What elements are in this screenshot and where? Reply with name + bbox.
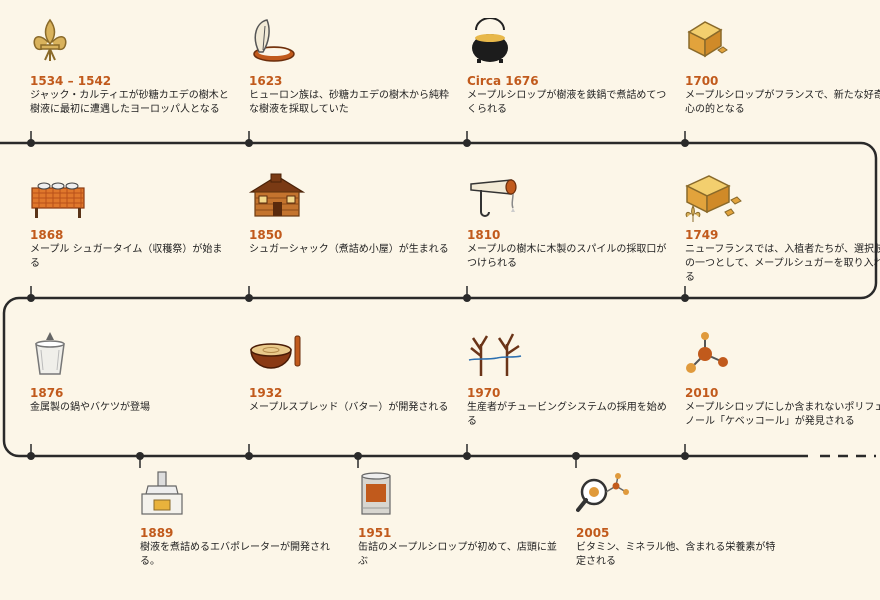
timeline-dot (245, 294, 253, 302)
spile-icon (467, 172, 527, 224)
event-year: 1534 – 1542 (30, 74, 112, 88)
molecule-icon (685, 330, 745, 382)
event-1932: 1932 メープルスプレッド（バター）が開発される (249, 330, 449, 415)
timeline-dot (463, 139, 471, 147)
event-description: メープルシロップが樹液を鉄鍋で煮詰めてつくられる (467, 90, 667, 115)
fleur-de-lis-icon (30, 18, 90, 70)
event-year: 1951 (358, 526, 392, 540)
timeline-dot (681, 452, 689, 460)
sugar-cube-icon (685, 18, 745, 70)
feast-table-icon (30, 172, 90, 224)
tubing-trees-icon (467, 330, 527, 382)
timeline-dot (27, 294, 35, 302)
event-1810: 1810 メープルの樹木に木製のスパイルの採取口がつけられる (467, 172, 667, 271)
event-year: 1810 (467, 228, 501, 242)
event-1876: 1876 金属製の鍋やバケツが登場 (30, 330, 230, 415)
spread-bowl-icon (249, 330, 309, 382)
timeline-dot (572, 452, 580, 460)
syrup-can-icon (358, 470, 418, 522)
event-year: 1700 (685, 74, 719, 88)
event-year: 1932 (249, 386, 283, 400)
timeline-dot (27, 452, 35, 460)
event-year: 2005 (576, 526, 610, 540)
event-1951: 1951 缶詰のメープルシロップが初めて、店頭に並ぶ (358, 470, 558, 569)
event-1700: 1700 メープルシロップがフランスで、新たな好奇心の的となる (685, 18, 880, 117)
bucket-icon (30, 330, 90, 382)
timeline-dot (245, 452, 253, 460)
event-year: 1850 (249, 228, 283, 242)
timeline-dot (136, 452, 144, 460)
timeline-dot (681, 294, 689, 302)
timeline-dot (463, 452, 471, 460)
event-2005: 2005 ビタミン、ミネラル他、含まれる栄養素が特定される (576, 470, 776, 569)
timeline-dot (27, 139, 35, 147)
event-description: ニューフランスでは、入植者たちが、選択肢の一つとして、メープルシュガーを取り入れ… (685, 244, 880, 283)
event-year: 1970 (467, 386, 501, 400)
cauldron-icon (467, 18, 527, 70)
event-description: ヒューロン族は、砂糖カエデの樹木から純粋な樹液を採取していた (249, 90, 449, 115)
event-1850: 1850 シュガーシャック（煮詰め小屋）が生まれる (249, 172, 449, 257)
event-1970: 1970 生産者がチュービングシステムの採用を始める (467, 330, 667, 429)
event-description: ジャック・カルティエが砂糖カエデの樹木と樹液に最初に遭遇したヨーロッパ人となる (30, 90, 229, 115)
timeline-dot (245, 139, 253, 147)
timeline-dot (681, 139, 689, 147)
event-year: 2010 (685, 386, 719, 400)
event-description: ビタミン、ミネラル他、含まれる栄養素が特定される (576, 542, 776, 567)
event-year: 1868 (30, 228, 64, 242)
event-description: メープルスプレッド（バター）が開発される (249, 402, 449, 413)
feather-headband-icon (249, 18, 309, 70)
event-year: 1889 (140, 526, 174, 540)
event-description: 生産者がチュービングシステムの採用を始める (467, 402, 667, 427)
event-description: 金属製の鍋やバケツが登場 (30, 402, 150, 413)
timeline-dot (463, 294, 471, 302)
magnifier-molecule-icon (576, 470, 636, 522)
event-description: 樹液を煮詰めるエバポレーターが開発される。 (140, 542, 330, 567)
event-description: メープルシロップにしか含まれないポリフェノール「ケベッコール」が発見される (685, 402, 880, 427)
event-description: メープル シュガータイム（収穫祭）が始まる (30, 244, 223, 269)
event-1676: Circa 1676 メープルシロップが樹液を鉄鍋で煮詰めてつくられる (467, 18, 667, 117)
event-description: メープルの樹木に木製のスパイルの採取口がつけられる (467, 244, 667, 269)
event-1749: 1749 ニューフランスでは、入植者たちが、選択肢の一つとして、メープルシュガー… (685, 172, 880, 285)
event-1889: 1889 樹液を煮詰めるエバポレーターが開発される。 (140, 470, 340, 569)
event-description: シュガーシャック（煮詰め小屋）が生まれる (249, 244, 449, 255)
event-description: メープルシロップがフランスで、新たな好奇心の的となる (685, 90, 880, 115)
event-1534: 1534 – 1542 ジャック・カルティエが砂糖カエデの樹木と樹液に最初に遭遇… (30, 18, 230, 117)
event-year: 1623 (249, 74, 283, 88)
event-year: 1749 (685, 228, 719, 242)
timeline-line (0, 141, 878, 458)
event-description: 缶詰のメープルシロップが初めて、店頭に並ぶ (358, 542, 557, 567)
event-1623: 1623 ヒューロン族は、砂糖カエデの樹木から純粋な樹液を採取していた (249, 18, 449, 117)
sugar-shack-icon (249, 172, 309, 224)
event-year: Circa 1676 (467, 74, 539, 88)
event-2010: 2010 メープルシロップにしか含まれないポリフェノール「ケベッコール」が発見さ… (685, 330, 880, 429)
event-1868: 1868 メープル シュガータイム（収穫祭）が始まる (30, 172, 230, 271)
evaporator-icon (140, 470, 200, 522)
event-year: 1876 (30, 386, 64, 400)
maple-sugar-block-icon (685, 172, 745, 224)
timeline-dot (354, 452, 362, 460)
